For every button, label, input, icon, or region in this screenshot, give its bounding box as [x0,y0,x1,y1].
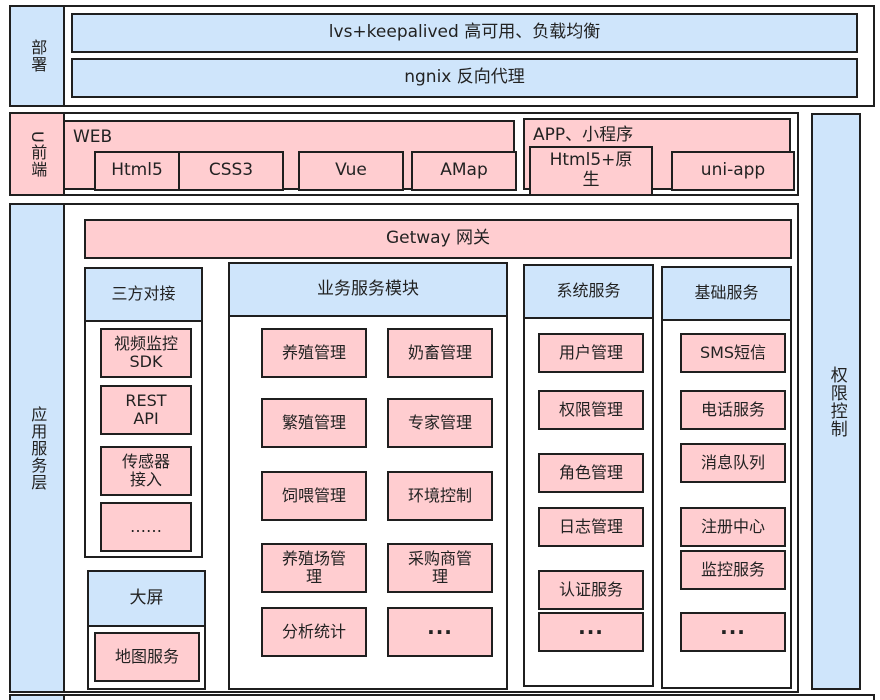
business-item-buyer-mgmt: 采购商管理 [387,543,493,593]
business-item-reproduction-mgmt: 繁殖管理 [261,398,367,448]
business-title: 业务服务模块 [228,262,508,317]
next-layer-frame [63,694,875,700]
business-item-more: ··· [387,607,493,657]
web-group-label: WEB [73,127,113,147]
basic-item-more: ··· [680,612,786,652]
third-party-item-sensor: 传感器接入 [100,446,192,496]
basic-item-registry: 注册中心 [680,507,786,547]
access-control-box: 权限控制 [811,113,861,690]
app-item-html5-native: Html5+原生 [529,146,653,196]
system-item-log-mgmt: 日志管理 [538,507,644,547]
third-party-item-rest-api: REST API [100,385,192,435]
business-item-env-control: 环境控制 [387,471,493,521]
business-item-dairy-mgmt: 奶畜管理 [387,328,493,378]
big-screen-title: 大屏 [87,570,206,627]
business-item-expert-mgmt: 专家管理 [387,398,493,448]
frontend-label: U前端 [9,112,65,196]
gateway-box: Getway 网关 [84,219,792,259]
basic-title: 基础服务 [661,266,792,321]
system-item-more: ··· [538,612,644,652]
basic-item-sms: SMS短信 [680,333,786,373]
next-layer-strip [9,694,65,700]
business-item-analytics: 分析统计 [261,607,367,657]
system-item-auth-service: 认证服务 [538,570,644,610]
basic-item-monitoring: 监控服务 [680,550,786,590]
deploy-label: 部署 [9,5,65,107]
business-item-feeding-mgmt: 饲喂管理 [261,471,367,521]
system-title: 系统服务 [523,264,654,319]
third-party-title: 三方对接 [84,267,203,322]
third-party-item-more: …… [100,502,192,552]
web-item-vue: Vue [298,151,404,191]
business-item-breeding-mgmt: 养殖管理 [261,328,367,378]
system-item-permission-mgmt: 权限管理 [538,390,644,430]
third-party-item-video-sdk: 视频监控SDK [100,328,192,378]
big-screen-item-map: 地图服务 [94,632,200,682]
business-item-farm-mgmt: 养殖场管理 [261,543,367,593]
basic-item-message-queue: 消息队列 [680,443,786,483]
app-group-label: APP、小程序 [533,125,634,145]
system-item-user-mgmt: 用户管理 [538,333,644,373]
system-item-role-mgmt: 角色管理 [538,453,644,493]
nginx-box: ngnix 反向代理 [71,58,858,98]
basic-item-phone: 电话服务 [680,390,786,430]
web-item-html5: Html5 [94,151,180,191]
lvs-keepalived-box: lvs+keepalived 高可用、负载均衡 [71,13,858,53]
app-item-uniapp: uni-app [671,151,795,191]
web-item-amap: AMap [411,151,517,191]
service-layer-label: 应用服务层 [9,203,65,693]
web-item-css3: CSS3 [178,151,284,191]
